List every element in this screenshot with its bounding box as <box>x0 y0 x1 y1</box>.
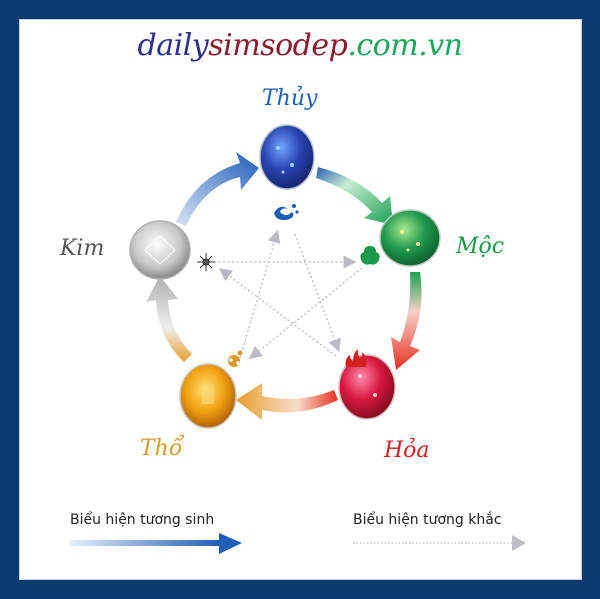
fire-flame-icon <box>345 349 367 367</box>
legend-overcoming-label: Biểu hiện tương khắc <box>353 512 502 528</box>
legend-overcoming-arrow <box>353 535 526 551</box>
generating-arrow-kim-to-thuy <box>176 152 259 226</box>
generating-arrow-tho-to-kim <box>146 276 192 362</box>
label-tho: Thổ <box>140 436 183 461</box>
overcoming-star <box>214 229 363 360</box>
water-wave-icon <box>274 204 299 221</box>
gem-kim-diamond <box>129 220 191 280</box>
overcoming-arrow-moc-to-tho <box>248 267 363 360</box>
site-title-part-domain: .com.vn <box>347 28 463 63</box>
gem-hoa-ruby <box>338 354 396 420</box>
metal-star-icon <box>197 253 215 271</box>
content-frame <box>19 19 582 580</box>
legend-generating-arrow <box>70 533 242 554</box>
overcoming-arrow-hoa-to-kim <box>218 268 337 357</box>
gem-thuy-sapphire <box>259 124 315 190</box>
legend-generating-label: Biểu hiện tương sinh <box>70 512 215 528</box>
site-title: dailysimsodep.com.vn <box>0 28 600 63</box>
gem-tho-citrine <box>179 363 237 429</box>
overcoming-arrow-thuy-to-hoa <box>294 233 341 353</box>
generating-arrow-hoa-to-tho <box>236 383 338 420</box>
site-title-part-daily: daily <box>137 28 209 63</box>
label-moc: Mộc <box>456 234 505 259</box>
wood-leaf-icon <box>360 246 380 265</box>
label-thuy: Thủy <box>262 86 318 111</box>
label-kim: Kim <box>60 236 105 261</box>
gem-moc-emerald <box>379 209 441 267</box>
site-title-part-simsodep: simsodep <box>208 28 348 63</box>
generating-arrow-moc-to-hoa <box>391 272 422 370</box>
generating-arrow-thuy-to-moc <box>316 167 393 225</box>
label-hoa: Hỏa <box>384 438 430 463</box>
earth-circles-icon <box>228 350 243 367</box>
overcoming-arrow-tho-to-thuy <box>239 229 281 359</box>
